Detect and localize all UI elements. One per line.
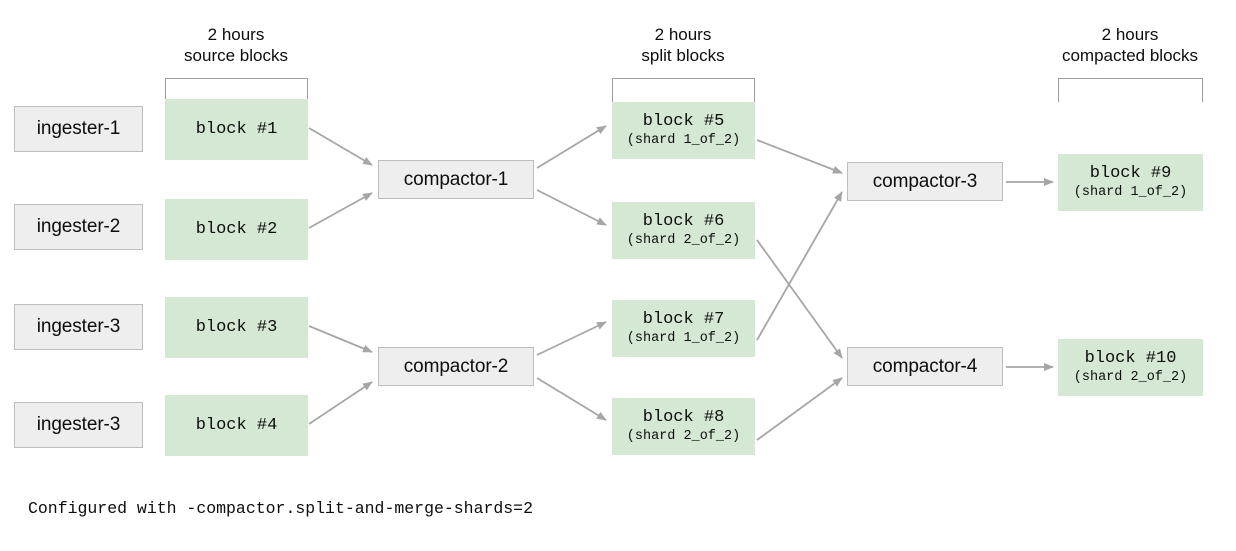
source-block-4[interactable]: block #4 — [165, 395, 308, 456]
arrow-compactor2-to-block7 — [536, 321, 607, 356]
compacted-block-10[interactable]: block #10 (shard 2_of_2) — [1058, 339, 1203, 396]
caption-source-line2: source blocks — [184, 46, 288, 65]
split-block-7-shard: (shard 1_of_2) — [626, 331, 741, 346]
caption-source-blocks: 2 hours source blocks — [146, 24, 326, 66]
compacted-block-10-label: block #10 — [1084, 349, 1177, 368]
arrow-compactor2-to-block8 — [536, 377, 607, 421]
arrow-compactor1-to-block5 — [536, 125, 607, 169]
compacted-block-9-label: block #9 — [1089, 164, 1172, 183]
compacted-block-9-shard: (shard 1_of_2) — [1073, 185, 1188, 200]
footnote-configuration: Configured with -compactor.split-and-mer… — [28, 499, 533, 518]
split-block-5[interactable]: block #5 (shard 1_of_2) — [612, 102, 755, 159]
arrow-block6-to-compactor4 — [756, 239, 843, 359]
arrow-block3-to-compactor2 — [308, 325, 373, 353]
split-block-8-shard: (shard 2_of_2) — [626, 429, 741, 444]
bracket-source-blocks — [165, 78, 308, 100]
split-block-5-shard: (shard 1_of_2) — [626, 133, 741, 148]
ingester-3a-label: ingester-3 — [36, 316, 121, 337]
split-block-7-label: block #7 — [642, 310, 725, 329]
compactor-1-label: compactor-1 — [403, 168, 509, 190]
source-block-1[interactable]: block #1 — [165, 99, 308, 160]
ingester-1-label: ingester-1 — [36, 118, 121, 139]
compactor-3-node[interactable]: compactor-3 — [847, 162, 1003, 201]
source-block-2[interactable]: block #2 — [165, 199, 308, 260]
compactor-2-label: compactor-2 — [403, 355, 509, 377]
split-block-7[interactable]: block #7 (shard 1_of_2) — [612, 300, 755, 357]
caption-compacted-blocks: 2 hours compacted blocks — [1040, 24, 1220, 66]
arrow-block5-to-compactor3 — [756, 139, 843, 174]
split-block-8[interactable]: block #8 (shard 2_of_2) — [612, 398, 755, 455]
bracket-compacted-blocks — [1058, 78, 1203, 102]
bracket-split-blocks — [612, 78, 755, 102]
caption-split-line1: 2 hours — [654, 25, 712, 44]
caption-split-line2: split blocks — [641, 46, 725, 65]
arrow-compactor1-to-block6 — [536, 189, 607, 226]
compactor-3-label: compactor-3 — [872, 170, 978, 192]
split-block-6-shard: (shard 2_of_2) — [626, 233, 741, 248]
ingester-2-node[interactable]: ingester-2 — [14, 204, 143, 250]
arrow-block1-to-compactor1 — [308, 127, 373, 166]
source-block-4-label: block #4 — [195, 415, 278, 435]
arrow-block8-to-compactor4 — [756, 377, 843, 441]
split-block-6-label: block #6 — [642, 212, 725, 231]
arrow-block2-to-compactor1 — [308, 192, 373, 229]
caption-compacted-line1: 2 hours — [1101, 25, 1159, 44]
compactor-4-node[interactable]: compactor-4 — [847, 347, 1003, 386]
caption-source-line1: 2 hours — [207, 25, 265, 44]
caption-compacted-line2: compacted blocks — [1061, 46, 1199, 65]
ingester-3b-node[interactable]: ingester-3 — [14, 402, 143, 448]
arrow-block4-to-compactor2 — [308, 381, 373, 425]
split-block-6[interactable]: block #6 (shard 2_of_2) — [612, 202, 755, 259]
compacted-block-9[interactable]: block #9 (shard 1_of_2) — [1058, 154, 1203, 211]
compactor-1-node[interactable]: compactor-1 — [378, 160, 534, 199]
compacted-block-10-shard: (shard 2_of_2) — [1073, 370, 1188, 385]
ingester-1-node[interactable]: ingester-1 — [14, 106, 143, 152]
split-block-8-label: block #8 — [642, 408, 725, 427]
compactor-4-label: compactor-4 — [872, 355, 978, 377]
ingester-3a-node[interactable]: ingester-3 — [14, 304, 143, 350]
source-block-1-label: block #1 — [195, 119, 278, 139]
compactor-2-node[interactable]: compactor-2 — [378, 347, 534, 386]
split-block-5-label: block #5 — [642, 112, 725, 131]
arrow-block7-to-compactor3 — [756, 191, 843, 341]
ingester-3b-label: ingester-3 — [36, 414, 121, 435]
source-block-2-label: block #2 — [195, 219, 278, 239]
source-block-3[interactable]: block #3 — [165, 297, 308, 358]
ingester-2-label: ingester-2 — [36, 216, 121, 237]
caption-split-blocks: 2 hours split blocks — [593, 24, 773, 66]
source-block-3-label: block #3 — [195, 317, 278, 337]
